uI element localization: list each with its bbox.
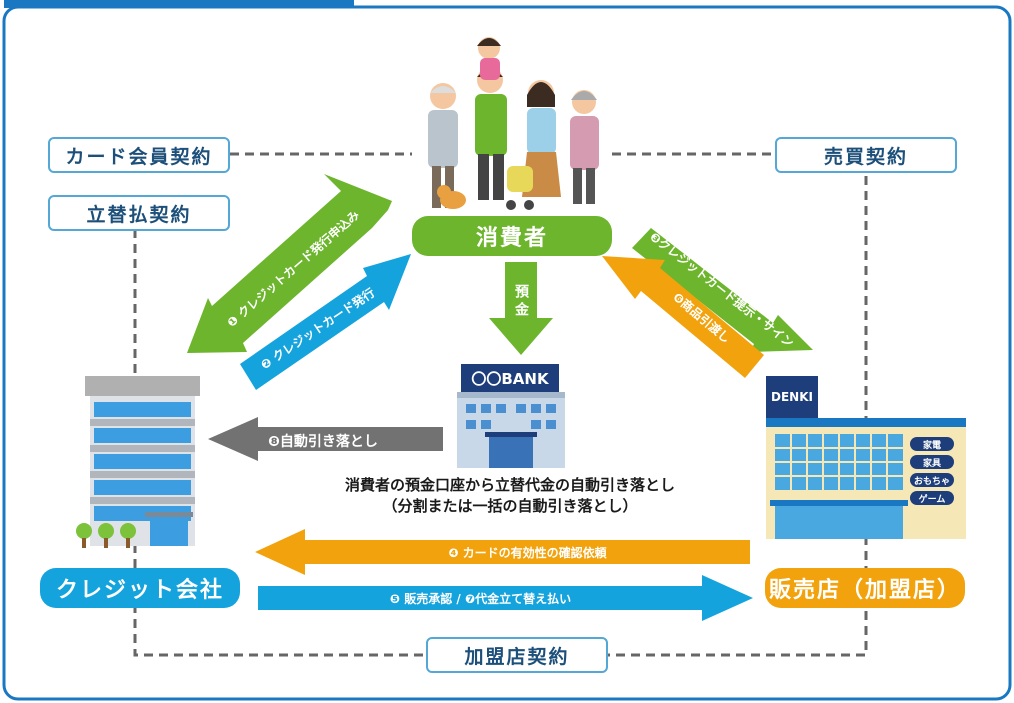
- step4-label: ❹ カードの有効性の確認依頼: [448, 546, 607, 560]
- advance-payment-contract-label: 立替払契約: [48, 195, 230, 231]
- store-label: 販売店（加盟店）: [765, 568, 965, 608]
- arrow-step8: [208, 417, 443, 461]
- frame-border: [2, 5, 1012, 701]
- arrow-step4: [255, 529, 750, 575]
- step8-label: ❽自動引き落とし: [268, 434, 378, 450]
- arrow-step6: [602, 256, 764, 378]
- store-building: [766, 376, 966, 539]
- arrow-step3: [632, 228, 813, 352]
- store-tag-toys: おもちゃ: [913, 476, 950, 487]
- contract-lines: [133, 152, 868, 657]
- credit-company-label: クレジット会社: [40, 568, 240, 608]
- store-tag-appliances: 家電: [922, 440, 941, 451]
- merchant-contract-label: 加盟店契約: [426, 637, 608, 673]
- bank-sign: 〇〇BANK: [471, 369, 549, 388]
- sales-contract-label: 売買契約: [775, 137, 957, 173]
- step5-7-label: ❺ 販売承認 / ❼代金立て替え払い: [389, 592, 572, 606]
- arrow-step1: [187, 174, 392, 353]
- frame-tab: [4, 0, 354, 8]
- credit-company-building: [76, 376, 200, 548]
- deposit-arrow: [489, 262, 553, 355]
- bank-building: [457, 364, 565, 468]
- arrow-step2: [240, 254, 411, 390]
- store-tag-games: ゲーム: [918, 494, 946, 505]
- deposit-label: 預金: [513, 284, 529, 320]
- family-illustration: [428, 37, 599, 210]
- card-member-contract-label: カード会員契約: [48, 137, 230, 173]
- caption-line2: （分割または一括の自動引き落とし）: [382, 497, 638, 515]
- consumer-label: 消費者: [412, 216, 612, 256]
- arrow-step5-7: [258, 575, 753, 621]
- store-brand-sign: DENKI: [771, 390, 813, 404]
- store-tag-furniture: 家具: [922, 458, 941, 469]
- caption-line1: 消費者の預金口座から立替代金の自動引き落とし: [344, 476, 675, 494]
